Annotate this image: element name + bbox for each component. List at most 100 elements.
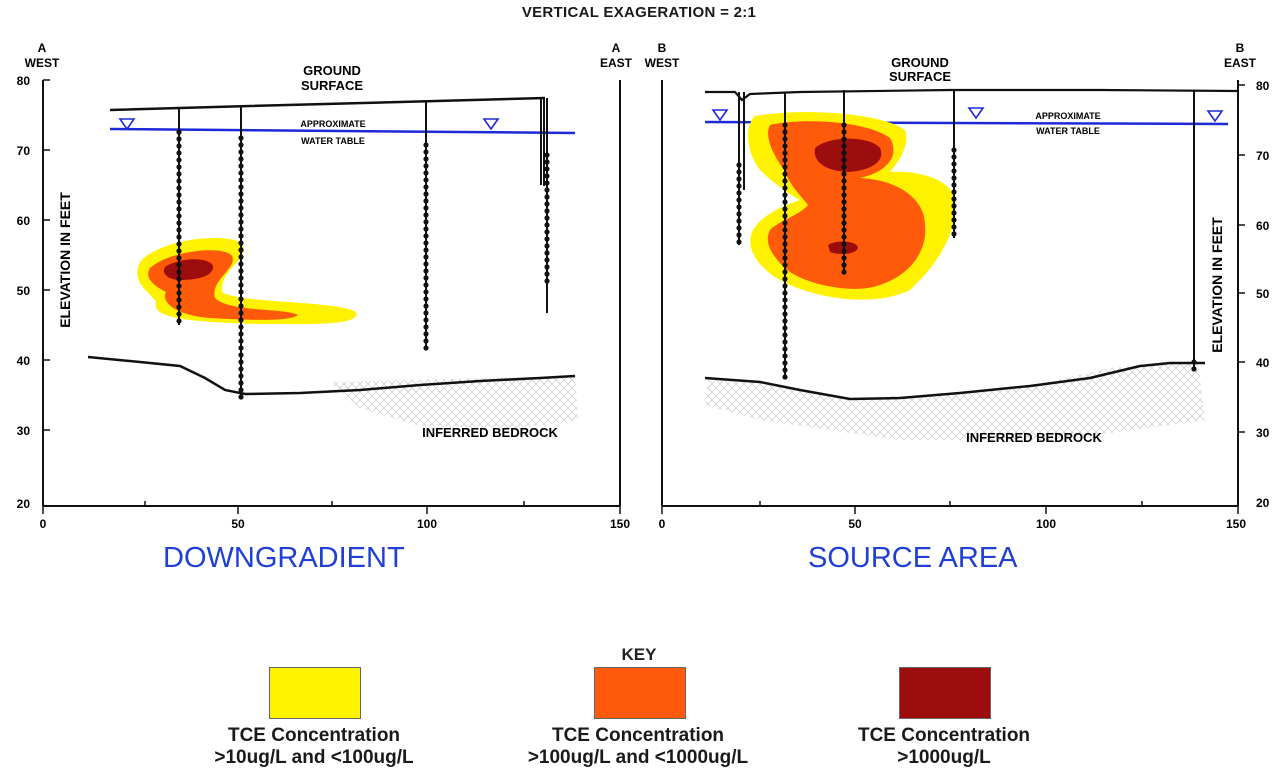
sample-point (176, 227, 182, 233)
sample-point (238, 317, 244, 323)
sample-point (238, 331, 244, 337)
water-table-icon (1206, 110, 1224, 123)
sample-point (176, 311, 182, 317)
sample-point (841, 227, 847, 233)
sample-point (238, 170, 244, 176)
sample-point (782, 213, 788, 219)
sample-point (238, 303, 244, 309)
sample-point (423, 331, 429, 337)
ground-label-line1: GROUND (891, 55, 949, 70)
cross-section-drawing: 80 70 60 50 40 30 20 0 50 100 150 A WEST… (17, 41, 1270, 531)
sample-point (423, 247, 429, 253)
sample-point (782, 374, 788, 380)
sample-point (544, 208, 550, 214)
sample-point (423, 345, 429, 351)
sample-point (176, 164, 182, 170)
sample-point (238, 149, 244, 155)
sample-point (176, 178, 182, 184)
sample-point (238, 156, 244, 162)
sample-point (423, 303, 429, 309)
sample-point (238, 296, 244, 302)
sample-point (841, 143, 847, 149)
sample-point (782, 276, 788, 282)
sample-point (238, 191, 244, 197)
sample-point (951, 224, 957, 230)
water-label-line2: WATER TABLE (1036, 126, 1100, 136)
left-x-tick: 50 (231, 517, 245, 531)
sample-point (951, 196, 957, 202)
sample-point (841, 185, 847, 191)
sample-point (1191, 359, 1197, 365)
sample-point (841, 220, 847, 226)
sample-point (951, 210, 957, 216)
sample-point (544, 278, 550, 284)
sample-point (423, 317, 429, 323)
sample-point (736, 239, 742, 245)
sample-point (841, 192, 847, 198)
sample-point (238, 184, 244, 190)
sample-point (238, 240, 244, 246)
sample-point (544, 187, 550, 193)
sample-point (736, 176, 742, 182)
sample-point (782, 262, 788, 268)
left-y-tick: 80 (17, 74, 31, 88)
sample-point (736, 225, 742, 231)
sample-point (782, 360, 788, 366)
sample-point (238, 177, 244, 183)
sample-point (176, 171, 182, 177)
sample-point (423, 184, 429, 190)
sample-point (841, 178, 847, 184)
sample-point (841, 255, 847, 261)
right-cross-section: 80 70 60 50 40 30 20 0 50 100 150 B WEST… (645, 41, 1270, 531)
sample-point (176, 290, 182, 296)
sample-point (841, 262, 847, 268)
sample-point (782, 185, 788, 191)
sample-point (238, 387, 244, 393)
sample-point (841, 136, 847, 142)
left-corner-letter: B (658, 41, 667, 55)
sample-point (238, 205, 244, 211)
sample-point (841, 157, 847, 163)
sample-point (544, 257, 550, 263)
key-label-line1: TCE Concentration (227, 725, 401, 746)
sample-point (951, 217, 957, 223)
well-sample-points (736, 122, 1197, 380)
sample-point (423, 338, 429, 344)
sample-point (176, 283, 182, 289)
right-corner-direction: EAST (1224, 56, 1257, 70)
sample-point (238, 324, 244, 330)
key-label-line1: TCE Concentration (857, 725, 1031, 746)
sample-point (951, 168, 957, 174)
sample-point (238, 394, 244, 400)
sample-point (782, 122, 788, 128)
sample-point (782, 367, 788, 373)
sample-point (176, 199, 182, 205)
key-label-line2: >10ug/L and <100ug/L (214, 747, 414, 768)
left-x-tick: 100 (417, 517, 437, 531)
sample-point (736, 232, 742, 238)
left-x-tick: 0 (40, 517, 47, 531)
right-corner-letter: B (1236, 41, 1245, 55)
sample-point (423, 170, 429, 176)
right-y-tick: 70 (1256, 149, 1270, 163)
bedrock-hatch (330, 376, 578, 428)
sample-point (782, 241, 788, 247)
bedrock-hatch (705, 362, 1205, 440)
sample-point (841, 171, 847, 177)
sample-point (238, 135, 244, 141)
sample-point (544, 180, 550, 186)
sample-point (951, 203, 957, 209)
right-corner-direction: EAST (600, 56, 633, 70)
sample-point (782, 150, 788, 156)
sample-point (423, 324, 429, 330)
sample-point (782, 353, 788, 359)
sample-point (423, 198, 429, 204)
sample-point (238, 366, 244, 372)
sample-point (423, 233, 429, 239)
ground-surface-line (705, 88, 1239, 102)
sample-point (782, 297, 788, 303)
sample-point (782, 199, 788, 205)
sample-point (544, 264, 550, 270)
sample-point (423, 310, 429, 316)
right-y-tick: 60 (1256, 219, 1270, 233)
